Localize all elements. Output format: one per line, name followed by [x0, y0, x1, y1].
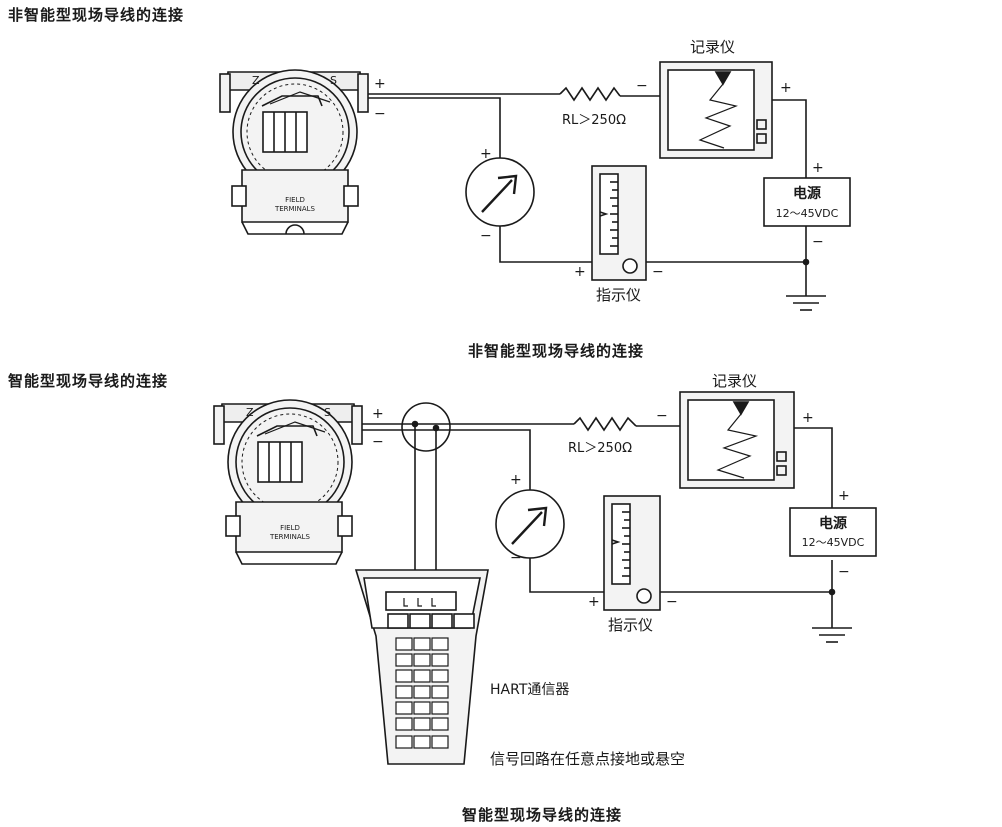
non-smart-diagram: Z S FIELD TERMINALS RL＞250Ω — [219, 38, 851, 311]
field-terminals-label-2: TERMINALS — [274, 205, 316, 213]
terminal-s-label: S — [330, 74, 337, 87]
heading-non-smart: 非智能型现场导线的连接 — [8, 6, 185, 24]
power-range-1: 12～45VDC — [776, 207, 839, 220]
power-supply-2: 电源 12～45VDC — [789, 507, 877, 557]
minus-mark: − — [510, 550, 522, 566]
load-resistor-2 — [573, 416, 637, 432]
recorder-2: 记录仪 — [679, 372, 795, 489]
terminal-z-label: Z — [246, 406, 254, 419]
indicator-2: 指示仪 — [603, 495, 661, 634]
plus-mark: + — [372, 406, 384, 422]
minus-mark: − — [480, 228, 492, 244]
recorder-label-1: 记录仪 — [690, 38, 735, 56]
plus-mark: + — [780, 80, 792, 96]
minus-mark: − — [656, 408, 668, 424]
minus-mark: − — [666, 594, 678, 610]
power-title-2: 电源 — [819, 515, 847, 532]
indicator-label-2: 指示仪 — [608, 616, 653, 634]
terminal-s-label: S — [324, 406, 331, 419]
minus-mark: − — [372, 434, 384, 450]
power-title-1: 电源 — [793, 185, 821, 202]
ground-symbol-2 — [812, 627, 852, 643]
minus-mark: − — [636, 78, 648, 94]
hart-label: HART通信器 — [490, 682, 569, 698]
caption-smart: 智能型现场导线的连接 — [462, 806, 623, 824]
ammeter-1 — [465, 157, 535, 227]
hart-communicator — [354, 569, 489, 765]
plus-mark: + — [374, 76, 386, 92]
plus-mark: + — [574, 264, 586, 280]
resistor-label-1: RL＞250Ω — [562, 113, 626, 128]
field-terminals-label-1: FIELD — [280, 524, 300, 532]
transmitter-2: Z S FIELD TERMINALS — [213, 399, 363, 565]
power-range-2: 12～45VDC — [802, 536, 865, 549]
plus-mark: + — [802, 410, 814, 426]
field-terminals-label-1: FIELD — [285, 196, 305, 204]
plus-mark: + — [812, 160, 824, 176]
plus-mark: + — [838, 488, 850, 504]
minus-mark: − — [374, 106, 386, 122]
minus-mark: − — [812, 234, 824, 250]
smart-diagram: Z S FIELD TERMINALS — [213, 372, 877, 768]
hart-junction-circle — [401, 402, 451, 452]
minus-mark: − — [652, 264, 664, 280]
recorder-label-2: 记录仪 — [712, 372, 757, 390]
power-supply-1: 电源 12～45VDC — [763, 177, 851, 227]
indicator-label-1: 指示仪 — [596, 286, 641, 304]
heading-smart: 智能型现场导线的连接 — [8, 372, 169, 390]
plus-mark: + — [510, 472, 522, 488]
indicator-1: 指示仪 — [591, 165, 647, 304]
ground-symbol-1 — [786, 295, 826, 311]
caption-non-smart: 非智能型现场导线的连接 — [468, 342, 645, 360]
grounding-note: 信号回路在任意点接地或悬空 — [490, 750, 685, 768]
recorder-1: 记录仪 — [659, 38, 773, 159]
plus-mark: + — [480, 146, 492, 162]
minus-mark: − — [838, 564, 850, 580]
transmitter-1: Z S FIELD TERMINALS — [219, 69, 369, 235]
terminal-z-label: Z — [252, 74, 260, 87]
ammeter-2 — [495, 489, 565, 559]
field-terminals-label-2: TERMINALS — [269, 533, 311, 541]
load-resistor-1 — [559, 86, 621, 102]
plus-mark: + — [588, 594, 600, 610]
resistor-label-2: RL＞250Ω — [568, 441, 632, 456]
